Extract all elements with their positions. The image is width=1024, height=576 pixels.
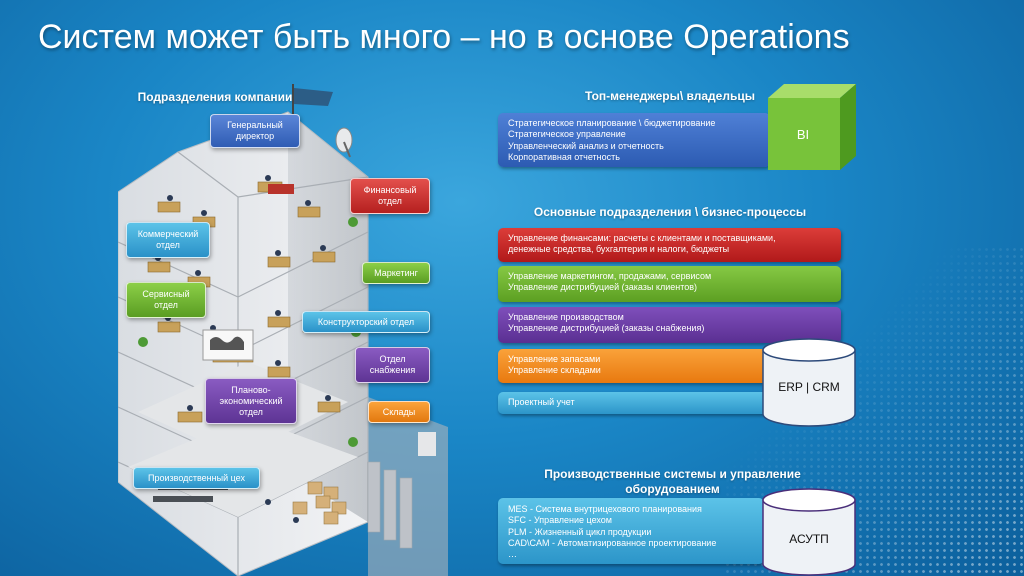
tag-finance-department: Финансовый отдел — [350, 178, 430, 214]
top-managers-bar: Стратегическое планирование \ бюджетиров… — [498, 113, 770, 167]
tag-warehouses: Склады — [368, 401, 430, 423]
tag-service-department: Сервисный отдел — [126, 282, 206, 318]
tag-general-director: Генеральный директор — [210, 114, 300, 148]
production-process-bar: Управление производством Управление дист… — [498, 307, 841, 343]
manufacturing-line: … — [508, 549, 517, 560]
projects-process-bar: Проектный учет — [498, 392, 768, 414]
top-managers-heading: Топ-менеджеры\ владельцы — [585, 89, 755, 103]
inventory-process-line: Управление складами — [508, 365, 601, 376]
manufacturing-line: SFC - Управление цехом — [508, 515, 612, 526]
tag-production-shop: Производственный цех — [133, 467, 260, 489]
bi-cube — [768, 84, 856, 170]
top-managers-line: Стратегическое управление — [508, 129, 626, 140]
slide-title: Систем может быть много – но в основе Op… — [38, 18, 850, 56]
core-processes-heading: Основные подразделения \ бизнес-процессы — [533, 205, 807, 219]
marketing-process-line: Управление дистрибуцией (заказы клиентов… — [508, 282, 697, 293]
erp-crm-cylinder: ERP | CRM — [762, 338, 856, 428]
tag-design-department: Конструкторский отдел — [302, 311, 430, 333]
inventory-process-bar: Управление запасами Управление складами — [498, 349, 768, 383]
asutp-label: АСУТП — [789, 532, 829, 546]
production-process-line: Управление производством — [508, 312, 624, 322]
manufacturing-bar: MES - Система внутрицехового планировани… — [498, 498, 764, 564]
marketing-process-bar: Управление маркетингом, продажами, серви… — [498, 266, 841, 302]
finance-process-line: денежные средства, бухгалтерия и налоги,… — [508, 244, 730, 255]
finance-process-line: Управление финансами: расчеты с клиентам… — [508, 233, 776, 243]
finance-process-bar: Управление финансами: расчеты с клиентам… — [498, 228, 841, 262]
tag-supply-department: Отдел снабжения — [355, 347, 430, 383]
manufacturing-line: MES - Система внутрицехового планировани… — [508, 504, 702, 514]
projects-process-line: Проектный учет — [508, 397, 575, 407]
erp-crm-label: ERP | CRM — [778, 380, 840, 394]
departments-heading: Подразделения компании — [137, 90, 293, 104]
inventory-process-line: Управление запасами — [508, 354, 601, 364]
marketing-process-line: Управление маркетингом, продажами, серви… — [508, 271, 712, 281]
bi-cube-label: BI — [796, 127, 810, 142]
manufacturing-heading: Производственные системы и управление об… — [544, 467, 801, 496]
asutp-cylinder: АСУТП — [762, 488, 856, 576]
tag-planning-department: Планово-экономический отдел — [205, 378, 297, 424]
top-managers-line: Стратегическое планирование \ бюджетиров… — [508, 118, 716, 128]
manufacturing-line: PLM - Жизненный цикл продукции — [508, 526, 652, 537]
tag-commercial-department: Коммерческий отдел — [126, 222, 210, 258]
top-managers-line: Управленческий анализ и отчетность — [508, 140, 664, 151]
tag-marketing: Маркетинг — [362, 262, 430, 284]
production-process-line: Управление дистрибуцией (заказы снабжени… — [508, 323, 705, 334]
top-managers-line: Корпоративная отчетность — [508, 151, 620, 162]
manufacturing-line: CAD\CAM - Автоматизированное проектирова… — [508, 537, 717, 548]
